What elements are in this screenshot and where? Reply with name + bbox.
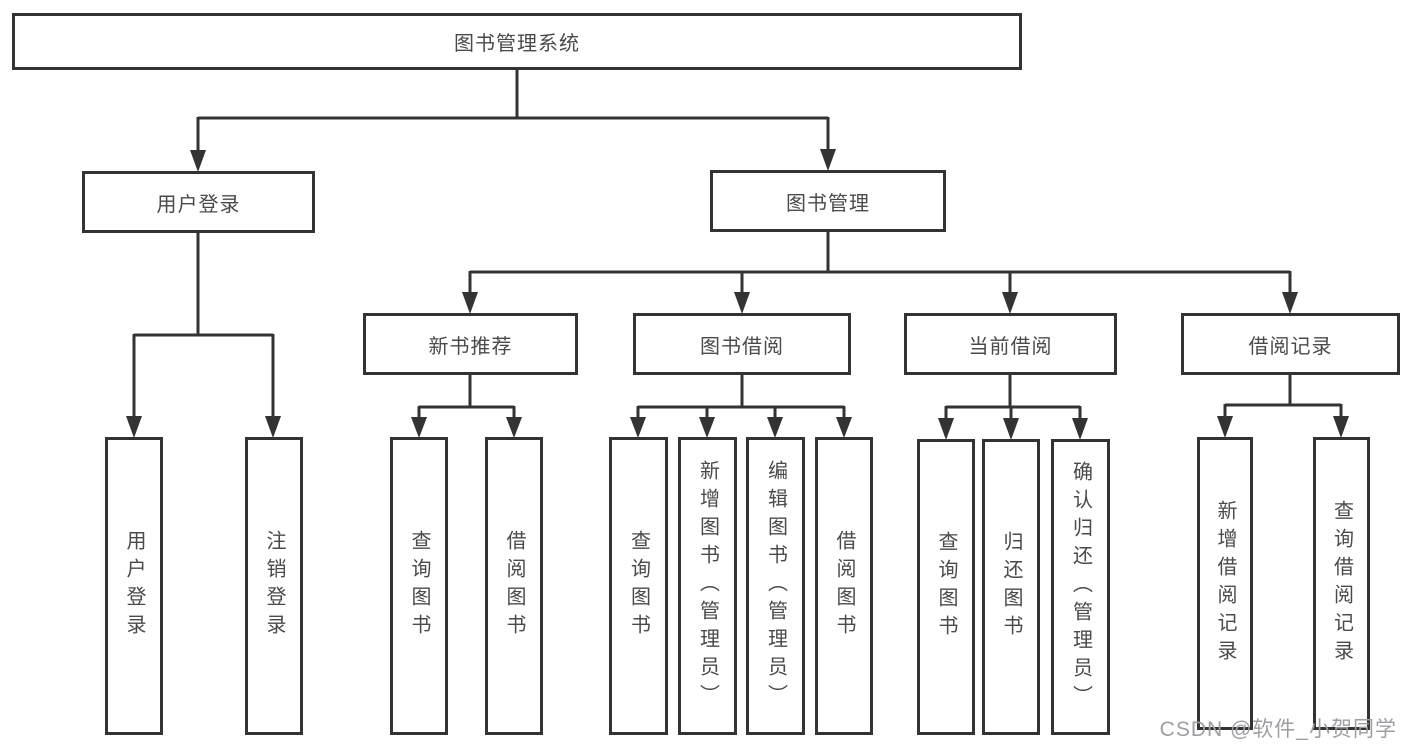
node-label: 用户登录 [123,530,145,642]
leaf-logout: 注销登录 [245,437,303,735]
node-label: 借阅图书 [833,530,855,642]
node-label: 新增图书（管理员） [696,460,719,712]
leaf-bb-query-books: 查询图书 [609,437,668,735]
connector-lines [132,70,1343,420]
node-label: 新书推荐 [428,335,513,358]
node-new-book-recommend: 新书推荐 [363,313,578,375]
node-current-borrow: 当前借阅 [904,313,1117,375]
node-root-label: 图书管理系统 [454,33,580,55]
node-label: 注销登录 [263,530,285,642]
leaf-br-add-record: 新增借阅记录 [1197,437,1253,730]
leaf-cb-confirm-return-admin: 确认归还（管理员） [1051,439,1110,735]
leaf-cb-query-books: 查询图书 [917,439,975,735]
node-label: 借阅图书 [503,530,525,642]
node-label: 查询图书 [408,530,430,642]
leaf-cb-return-books: 归还图书 [982,439,1040,735]
node-user-login: 用户登录 [82,171,315,233]
node-label: 归还图书 [1000,531,1022,643]
leaf-br-query-record: 查询借阅记录 [1313,437,1370,730]
node-label: 查询图书 [935,531,957,643]
node-root: 图书管理系统 [12,13,1022,70]
node-label: 用户登录 [156,193,241,216]
leaf-bb-edit-books-admin: 编辑图书（管理员） [746,437,805,735]
watermark-text: CSDN @软件_小贺同学 [1159,718,1397,741]
arrowheads [126,149,1349,440]
leaf-bb-add-books-admin: 新增图书（管理员） [678,437,737,735]
leaf-user-login-action: 用户登录 [105,437,163,735]
node-label: 图书借阅 [700,335,784,358]
node-label: 查询借阅记录 [1330,499,1353,668]
leaf-nbr-borrow-books: 借阅图书 [485,437,543,735]
node-label: 新增借阅记录 [1214,499,1236,668]
node-label: 图书管理 [786,192,870,215]
leaf-nbr-query-books: 查询图书 [390,437,448,735]
node-book-management: 图书管理 [710,170,946,232]
node-book-borrow: 图书借阅 [633,313,851,375]
leaf-bb-borrow-books: 借阅图书 [815,437,873,735]
node-label: 当前借阅 [968,335,1053,358]
node-label: 编辑图书（管理员） [764,460,787,712]
node-borrow-records: 借阅记录 [1181,313,1400,375]
node-label: 借阅记录 [1248,335,1333,358]
node-label: 查询图书 [627,530,650,642]
node-label: 确认归还（管理员） [1069,461,1092,713]
